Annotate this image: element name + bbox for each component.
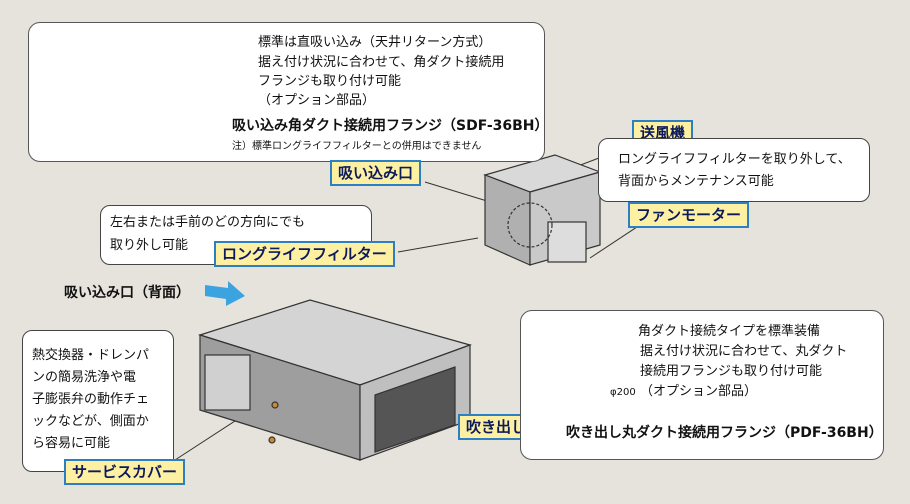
intake-option-line3: （オプション部品） xyxy=(258,93,376,108)
label-fan-motor: ファンモーター xyxy=(628,202,750,228)
blower-callout-line2: 背面からメンテナンス可能 xyxy=(618,174,774,189)
service-line-3: 子膨張弁の動作チェ xyxy=(32,392,150,407)
service-line-1: 熱交換器・ドレンパ xyxy=(32,348,150,363)
blower-callout xyxy=(598,138,870,202)
filter-callout-line1: 左右または手前のどの方向にでも xyxy=(110,215,306,230)
outlet-option-line2: 接続用フランジも取り付け可能 xyxy=(640,364,823,379)
outlet-option-line1: 据え付け状況に合わせて、丸ダクト xyxy=(640,344,848,359)
rear-intake-label: 吸い込み口（背面） xyxy=(64,285,190,301)
intake-option-line2: フランジも取り付け可能 xyxy=(258,74,402,89)
leader-fan-motor xyxy=(589,224,641,259)
outlet-flange-panel xyxy=(520,310,884,460)
large-unit-drawing xyxy=(198,299,472,461)
intake-standard-note: 標準は直吸い込み（天井リターン方式） xyxy=(258,35,492,50)
label-long-life-filter: ロングライフフィルター xyxy=(214,241,395,267)
intake-product-name: 吸い込み角ダクト接続用フランジ（SDF-36BH） xyxy=(232,118,549,134)
small-unit-drawing xyxy=(483,154,602,266)
label-service-cover: サービスカバー xyxy=(64,459,186,485)
filter-callout-line2: 取り外し可能 xyxy=(110,238,189,253)
blower-callout-line1: ロングライフフィルターを取り外して、 xyxy=(618,152,851,167)
service-callout xyxy=(22,330,174,472)
intake-option-line1: 据え付け状況に合わせて、角ダクト接続用 xyxy=(258,55,505,70)
intake-flange-panel xyxy=(28,22,545,162)
leader-filter xyxy=(397,237,479,253)
service-line-5: ら容易に可能 xyxy=(32,436,111,451)
outlet-diameter: φ200 xyxy=(610,387,636,398)
intake-footnote: 注）標準ロングライフフィルターとの併用はできません xyxy=(232,141,482,152)
outlet-standard-note: 角ダクト接続タイプを標準装備 xyxy=(638,324,821,339)
label-intake: 吸い込み口 xyxy=(330,160,422,186)
service-line-2: ンの簡易洗浄や電 xyxy=(32,370,137,385)
outlet-product-name: 吹き出し丸ダクト接続用フランジ（PDF-36BH） xyxy=(566,425,883,441)
airflow-arrow xyxy=(205,281,245,306)
service-line-4: ックなどが、側面か xyxy=(32,414,149,429)
outlet-option-line3: （オプション部品） xyxy=(640,384,758,399)
